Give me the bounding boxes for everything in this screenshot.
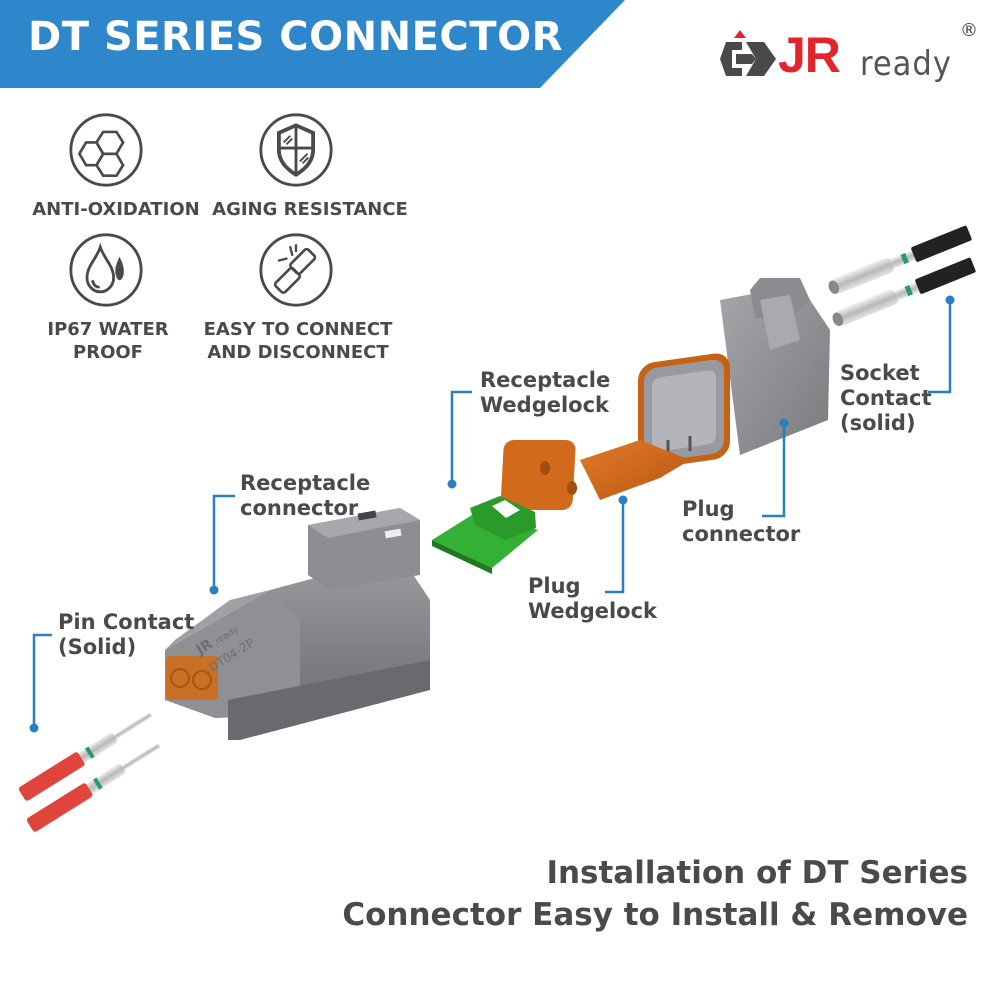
feature-label: ANTI-OXIDATION xyxy=(32,199,200,220)
jr-arrow-logo-icon xyxy=(720,30,776,76)
feature-label-line: EASY TO CONNECT xyxy=(203,319,393,340)
feature-label: EASY TO CONNECT AND DISCONNECT xyxy=(200,318,396,364)
callout-dot xyxy=(209,585,219,595)
label-line: (solid) xyxy=(840,411,916,435)
feature-label-line: IP67 WATER xyxy=(47,319,169,340)
broken-link-icon xyxy=(259,233,333,307)
label-line: Contact xyxy=(840,386,932,410)
pin-contact-pair xyxy=(18,712,161,832)
label-line: Receptacle xyxy=(240,471,371,495)
label-line: Wedgelock xyxy=(528,599,658,623)
label-line: Plug xyxy=(528,574,581,598)
label-line: (Solid) xyxy=(58,635,137,659)
callout-dot xyxy=(779,418,789,428)
label-line: Wedgelock xyxy=(480,393,610,417)
feature-label-line: PROOF xyxy=(73,342,143,363)
label-line: Socket xyxy=(840,361,920,385)
receptacle-connector: JR ready DT04-2P xyxy=(165,508,430,740)
label-receptacle-wedgelock: Receptacle Wedgelock xyxy=(480,368,610,418)
socket-contact-pair xyxy=(828,225,976,327)
title-banner: DT SERIES CONNECTOR xyxy=(0,0,625,88)
callout-dot xyxy=(618,495,628,505)
callout-dot xyxy=(945,295,955,305)
callout-dots xyxy=(29,295,955,733)
label-line: Plug xyxy=(682,497,735,521)
banner-title: DT SERIES CONNECTOR xyxy=(28,14,563,60)
shield-icon xyxy=(259,113,333,187)
feature-label: AGING RESISTANCE xyxy=(212,199,408,220)
label-socket-contact: Socket Contact (solid) xyxy=(840,361,932,436)
label-pin-contact: Pin Contact (Solid) xyxy=(58,610,194,660)
receptacle-wedgelock xyxy=(432,496,538,574)
registered-mark: ® xyxy=(960,20,978,41)
callout-lines xyxy=(32,301,952,727)
feature-label: IP67 WATER PROOF xyxy=(28,318,188,364)
banner-shape xyxy=(0,0,625,88)
callout-dot xyxy=(447,479,457,489)
label-line: connector xyxy=(240,496,359,520)
feature-label-line: AND DISCONNECT xyxy=(207,342,389,363)
callout-line-socket-contact xyxy=(928,301,952,394)
logo-ready-text: ready xyxy=(860,44,952,84)
callout-line-receptacle-connector xyxy=(212,494,235,589)
label-plug-wedgelock: Plug Wedgelock xyxy=(528,574,657,624)
callout-line-plug-connector xyxy=(762,424,786,518)
footer-caption: Installation of DT Series Connector Easy… xyxy=(342,852,968,936)
plug-wedgelock xyxy=(500,440,690,510)
footer-line: Installation of DT Series xyxy=(546,855,968,891)
label-line: Receptacle xyxy=(480,368,611,392)
label-receptacle-connector: Receptacle connector xyxy=(240,471,370,521)
callout-line-pin-contact xyxy=(32,633,52,727)
water-drop-icon xyxy=(69,233,143,307)
plug-connector xyxy=(638,278,830,469)
logo-jr-text: JR xyxy=(778,27,841,83)
footer-line: Connector Easy to Install & Remove xyxy=(342,897,968,933)
label-line: connector xyxy=(682,522,801,546)
callout-line-plug-wedgelock xyxy=(605,501,625,594)
callout-dot xyxy=(29,723,39,733)
callout-line-receptacle-wedgelock xyxy=(450,390,472,483)
label-plug-connector: Plug connector xyxy=(682,497,800,547)
brand-logo: JR ready ® xyxy=(720,20,990,92)
label-line: Pin Contact xyxy=(58,610,195,634)
honeycomb-icon xyxy=(69,113,143,187)
